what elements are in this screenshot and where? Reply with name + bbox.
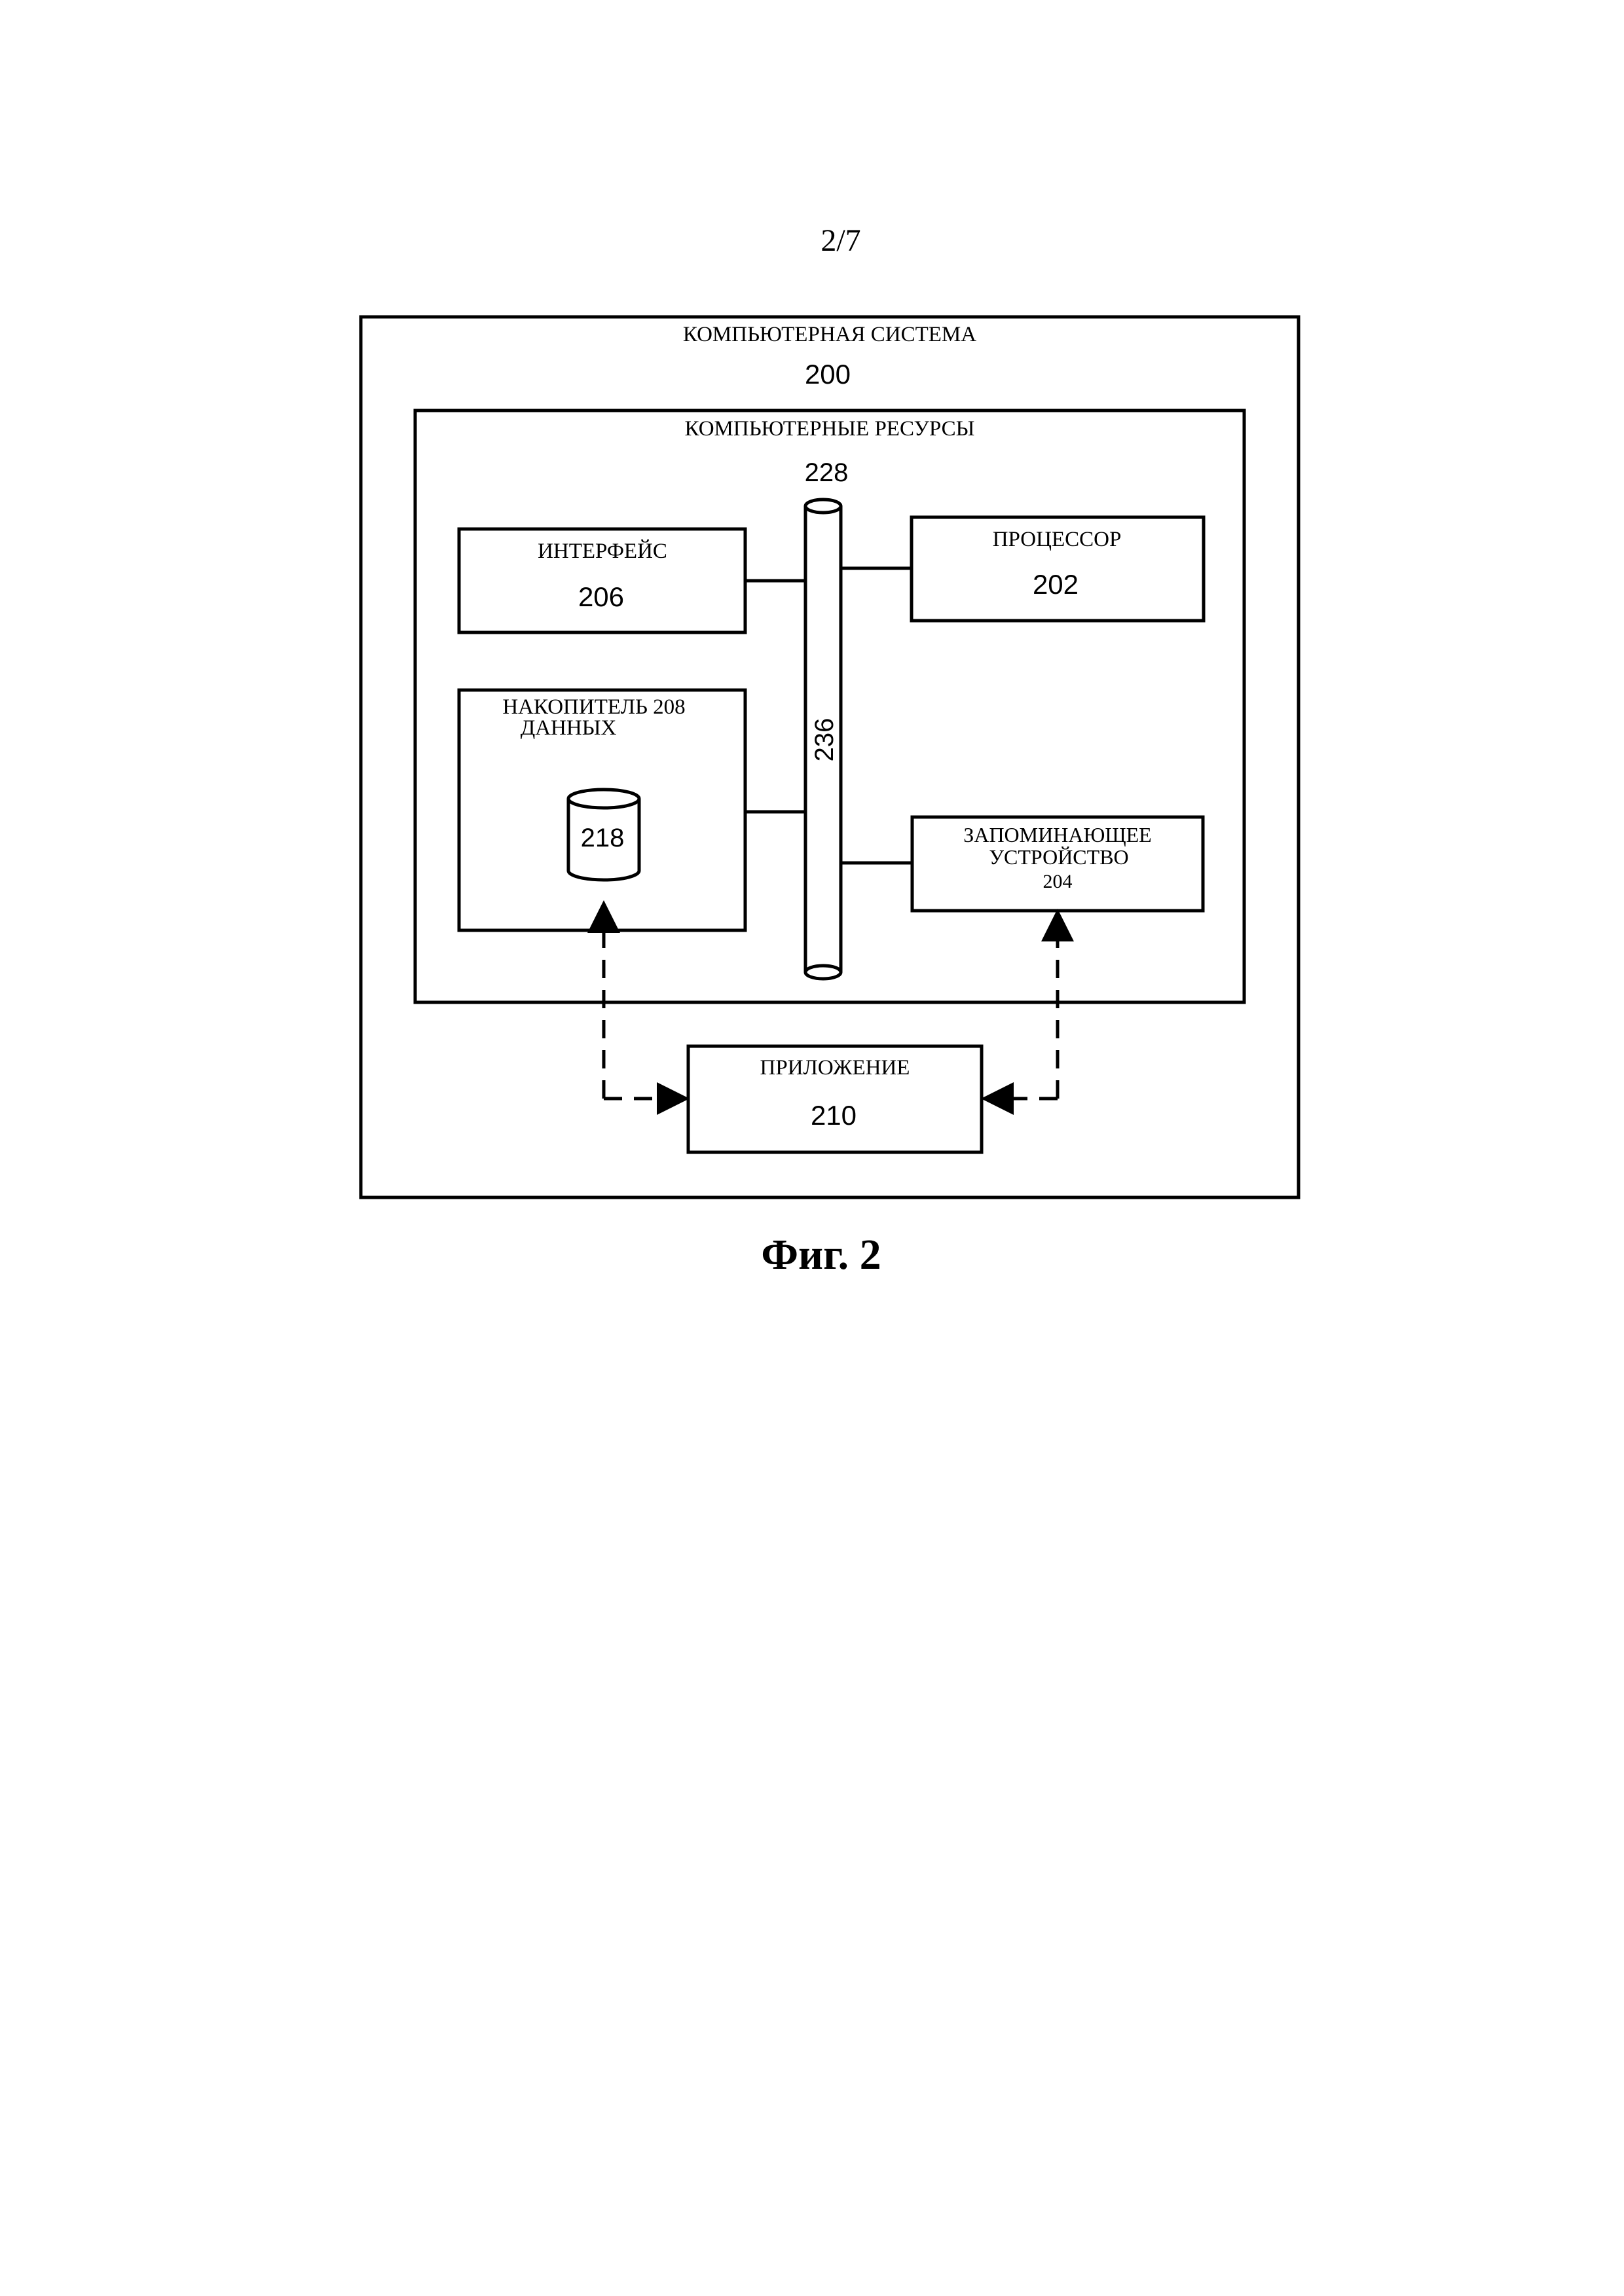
bus-ref-side: 236 [810,718,839,762]
figure-caption: Фиг. 2 [761,1231,881,1279]
database-ref: 218 [581,824,625,852]
memory-label-line2: УСТРОЙСТВО [989,845,1128,869]
processor-ref: 202 [1033,569,1079,600]
data-storage-label-line1: НАКОПИТЕЛЬ 208 [502,695,685,719]
application-box [686,1044,984,1154]
bus-ref-top: 228 [805,458,849,487]
storage-application-dashed-arrow [587,900,690,1115]
data-storage-box [457,688,747,932]
computer-system-label: КОМПЬЮТЕРНАЯ СИСТЕМА [683,323,976,346]
interface-label: ИНТЕРФЕЙС [538,539,667,563]
database-cylinder-icon [566,788,641,882]
computer-resources-label: КОМПЬЮТЕРНЫЕ РЕСУРСЫ [685,417,975,441]
application-ref: 210 [811,1100,857,1131]
computer-system-ref: 200 [805,359,851,390]
application-label: ПРИЛОЖЕНИЕ [760,1056,910,1080]
bus-cylinder [803,498,843,981]
interface-ref: 206 [578,581,624,612]
memory-label-line1: ЗАПОМИНАЮЩЕЕ [963,823,1151,847]
page-number: 2/7 [821,223,860,258]
memory-application-dashed-arrow [981,909,1074,1115]
memory-ref: 204 [1043,871,1073,892]
processor-box [910,515,1206,623]
processor-label: ПРОЦЕССОР [993,528,1122,551]
data-storage-label-line2: ДАННЫХ [521,716,617,740]
